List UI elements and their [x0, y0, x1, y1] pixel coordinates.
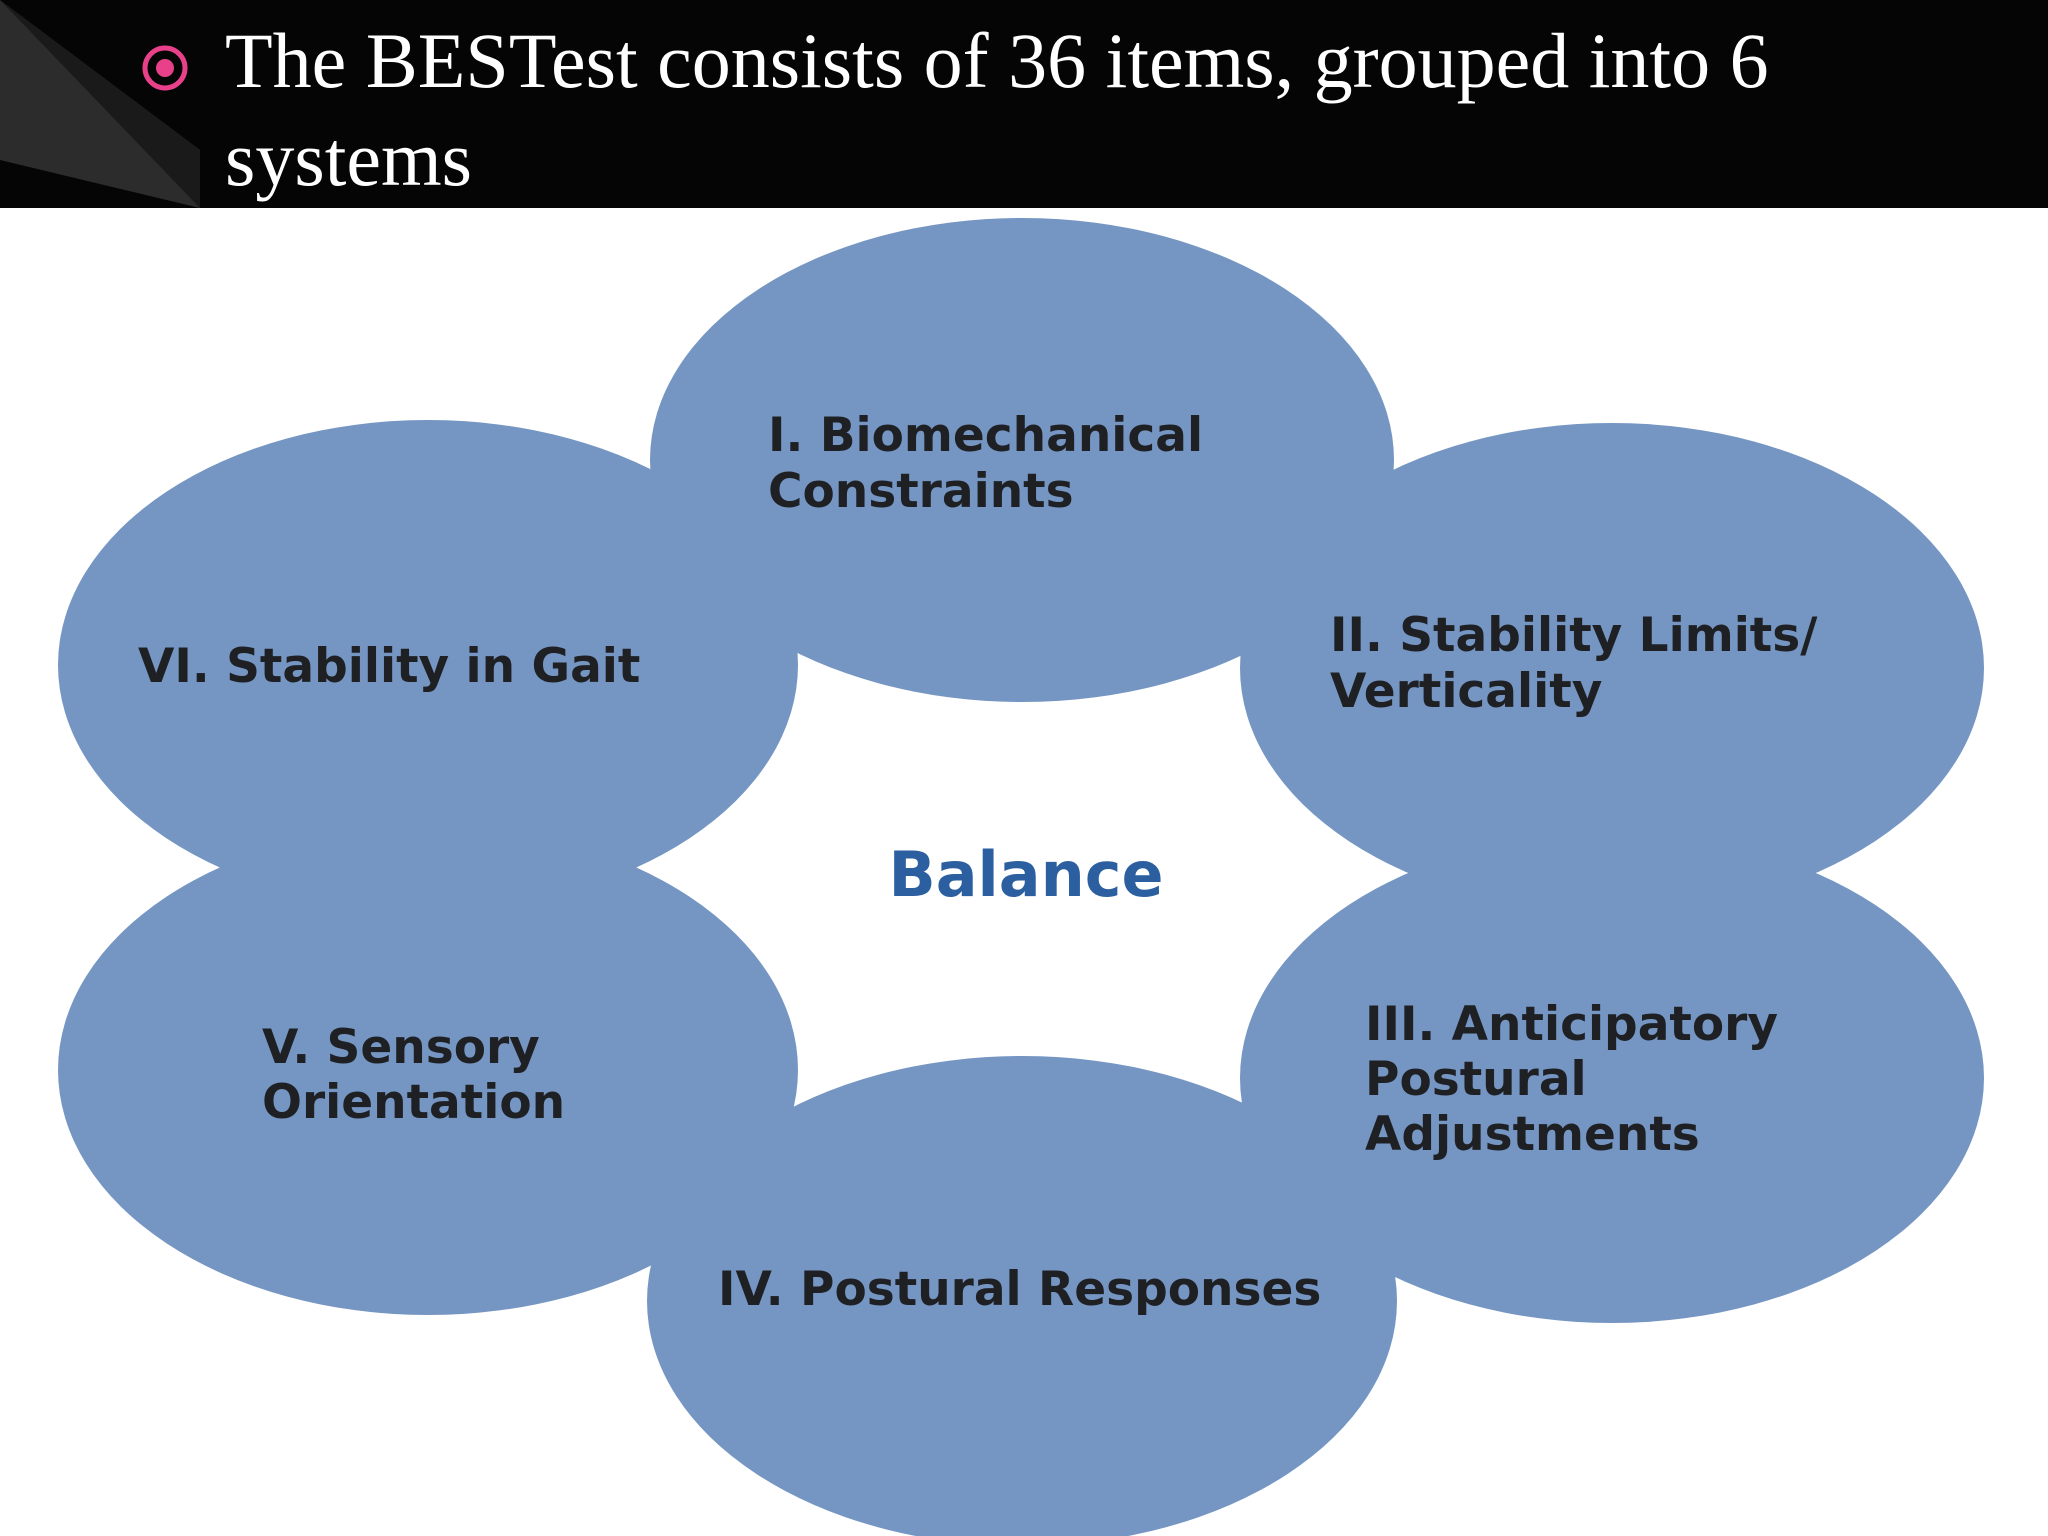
label-system-vi: VI. Stability in Gait [138, 639, 640, 694]
label-system-iv-line-1: IV. Postural Responses [718, 1262, 1321, 1317]
petal-v-sensory-orientation [58, 825, 798, 1315]
label-system-ii: II. Stability Limits/ Verticality [1330, 608, 1834, 719]
label-system-iii-line-3: Adjustments [1365, 1107, 1700, 1162]
label-system-iii-line-1: III. Anticipatory [1365, 997, 1778, 1052]
petal-iv-postural-responses [647, 1056, 1397, 1536]
label-system-i-line-1: I. Biomechanical [768, 408, 1203, 463]
label-system-iii-line-2: Postural [1365, 1052, 1587, 1107]
label-system-i-line-2: Constraints [768, 464, 1074, 519]
label-system-v-line-1: V. Sensory [262, 1020, 540, 1075]
label-system-vi-line-1: VI. Stability in Gait [138, 639, 640, 694]
label-system-i: I. Biomechanical Constraints [768, 408, 1219, 519]
balance-systems-diagram: I. Biomechanical Constraints II. Stabili… [58, 218, 1984, 1536]
petal-iii-anticipatory [1240, 833, 1984, 1323]
label-system-iii: III. Anticipatory Postural Adjustments [1365, 997, 1794, 1162]
header-band: The BESTest consists of 36 items, groupe… [0, 0, 2048, 208]
center-label-balance: Balance [888, 838, 1163, 911]
label-system-v-line-2: Orientation [262, 1075, 565, 1130]
bullet-target-icon [142, 45, 188, 91]
label-system-v: V. Sensory Orientation [262, 1020, 565, 1130]
petal-i-biomechanical [650, 218, 1394, 702]
label-system-iv: IV. Postural Responses [718, 1262, 1321, 1317]
header-bullet-text: The BESTest consists of 36 items, groupe… [225, 17, 1769, 202]
petal-vi-stability-in-gait [58, 420, 798, 910]
petal-ii-stability-limits [1240, 423, 1984, 913]
label-system-ii-line-1: II. Stability Limits/ [1330, 608, 1818, 663]
label-system-ii-line-2: Verticality [1330, 664, 1602, 719]
corner-triangle-decoration [0, 0, 200, 208]
